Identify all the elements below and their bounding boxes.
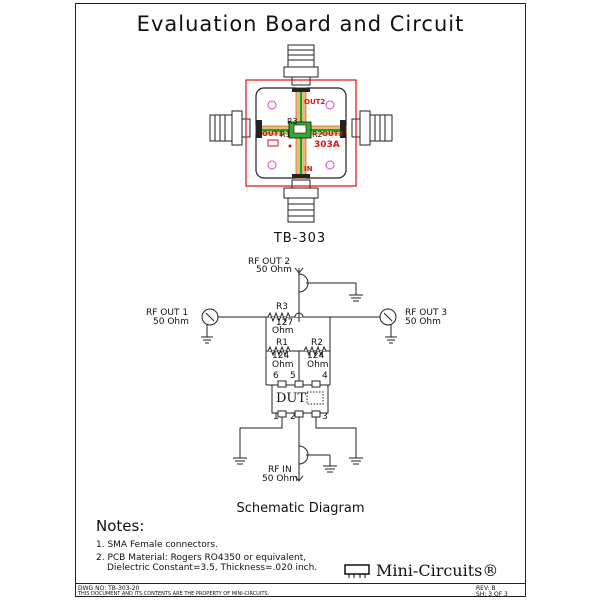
page-title: Evaluation Board and Circuit xyxy=(136,12,465,36)
pcb-label-out2: OUT2 xyxy=(304,98,326,106)
mounting-hole xyxy=(325,160,335,170)
sma-connector-bottom xyxy=(283,179,319,223)
chip-logo-icon xyxy=(344,564,370,578)
notes-heading: Notes: xyxy=(96,517,145,535)
pcb-label-in: IN xyxy=(304,165,313,173)
mounting-hole xyxy=(325,100,335,110)
pin-2-label: 2 xyxy=(290,412,296,422)
label-rf-out2-imp: 50 Ohm xyxy=(256,265,292,275)
resistor-r3 xyxy=(267,311,291,323)
property-disclaimer: THIS DOCUMENT AND ITS CONTENTS ARE THE P… xyxy=(78,591,270,597)
label-r1-name: R1 xyxy=(276,338,288,348)
label-rf-in-name: RF IN xyxy=(268,465,292,475)
note-2: 2. PCB Material: Rogers RO4350 or equiva… xyxy=(96,553,307,563)
pcb-label-r2: R2 xyxy=(312,130,323,139)
label-rf-out1-name: RF OUT 1 xyxy=(146,308,189,318)
drawing-number: DWG NO: TB-303-20 xyxy=(78,585,140,592)
schematic-title: Schematic Diagram xyxy=(236,501,365,516)
label-r3-name: R3 xyxy=(276,302,288,312)
label-rf-in-imp: 50 Ohm xyxy=(262,474,298,484)
pin1-dot xyxy=(288,144,292,148)
port-rf-out1 xyxy=(201,308,219,344)
pcb-label-out1: OUT1 xyxy=(262,130,284,138)
note-1: 1. SMA Female connectors. xyxy=(96,540,218,550)
label-r1-value: 124 xyxy=(272,351,290,361)
revision: REV: B xyxy=(476,585,496,592)
label-r2-name: R2 xyxy=(311,338,323,348)
port-rf-in xyxy=(294,445,337,482)
pcb-marking-square xyxy=(267,139,279,147)
label-rf-out3-name: RF OUT 3 xyxy=(405,308,448,318)
drawing-sheet-border xyxy=(75,3,526,597)
pin-5-label: 5 xyxy=(290,371,296,381)
dut-paddle xyxy=(306,391,324,405)
sma-connector-top xyxy=(283,44,319,86)
pin-3-label: 3 xyxy=(322,412,328,422)
board-clamp-right xyxy=(340,120,346,138)
sheet-number: SH: 3 OF 3 xyxy=(476,591,508,598)
label-rf-out2-name: RF OUT 2 xyxy=(248,257,291,267)
pin-1-label: 1 xyxy=(273,412,279,422)
label-rf-out3-imp: 50 Ohm xyxy=(405,317,441,327)
pin-6-label: 6 xyxy=(273,371,279,381)
wire-pin1-gnd xyxy=(239,417,283,458)
pcb-label-r3: R3 xyxy=(287,117,298,126)
label-r3-value: 127 xyxy=(276,318,294,328)
port-rf-out2 xyxy=(294,267,363,312)
title-block-divider xyxy=(75,583,526,584)
board-label: TB-303 xyxy=(273,231,327,246)
resistor-r2 xyxy=(303,345,327,357)
board-clamp-left xyxy=(256,120,262,138)
logo-text: Mini-Circuits® xyxy=(376,560,499,580)
wire-pin3-gnd xyxy=(315,417,357,458)
resistor-r1 xyxy=(267,345,291,357)
pcb-label-part: 303A xyxy=(314,140,340,150)
mounting-hole xyxy=(267,160,277,170)
pin-4-label: 4 xyxy=(322,371,328,381)
pcb-label-out3: OUT3 xyxy=(322,130,344,138)
port-rf-out3 xyxy=(379,308,397,344)
label-r2-unit: Ohm xyxy=(307,360,329,370)
pcb-label-r1: R1 xyxy=(280,130,291,139)
board-outline xyxy=(245,79,357,187)
label-r3-unit: Ohm xyxy=(272,326,294,336)
mounting-hole xyxy=(267,100,277,110)
label-r2-value: 124 xyxy=(307,351,325,361)
label-rf-out1-imp: 50 Ohm xyxy=(153,317,189,327)
mini-circuits-logo: Mini-Circuits® xyxy=(342,560,499,580)
dut-label: DUT xyxy=(276,391,307,406)
board-clamp-top xyxy=(292,88,310,92)
board-traces xyxy=(255,87,347,179)
board-clamp-bottom xyxy=(292,174,310,178)
label-r1-unit: Ohm xyxy=(272,360,294,370)
note-2-continued: Dielectric Constant=3.5, Thickness=.020 … xyxy=(107,563,318,573)
